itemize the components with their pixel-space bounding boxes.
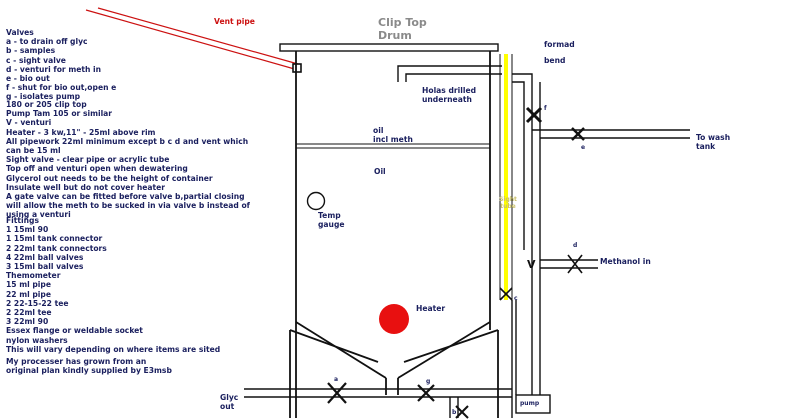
vent-label: Vent pipe <box>214 17 255 26</box>
note-line: 22 ml pipe <box>6 289 51 299</box>
note-line: 2 22-15-22 tee <box>6 298 69 308</box>
note-line: V - venturi <box>6 118 52 128</box>
bottom-pipes <box>244 388 512 418</box>
pump-label: pump <box>520 400 540 407</box>
credit-note: My processer has grown from an original … <box>6 357 172 375</box>
note-line: will allow the meth to be sucked in via … <box>6 201 250 211</box>
note-line: 1 15ml tank connector <box>6 234 103 244</box>
heater-icon <box>379 304 409 334</box>
diagram-title: Clip Top Drum <box>378 16 427 42</box>
valve-d-label: d <box>573 242 578 249</box>
note-line: 3 22ml 90 <box>6 317 49 327</box>
valves-legend: Valves a - to drain off glyc b - samples… <box>6 28 116 102</box>
drum-lid <box>279 43 499 52</box>
note-line: a - to drain off glyc <box>6 37 88 47</box>
note-line: 4 22ml ball valves <box>6 252 84 262</box>
note-line: original plan kindly supplied by E3msb <box>6 366 172 376</box>
note-line: A gate valve can be fitted before valve … <box>6 192 245 202</box>
note-line: can be 15 ml <box>6 146 61 156</box>
note-line: Fittings <box>6 216 40 225</box>
note-line: Heater - 3 kw,11" - 25ml above rim <box>6 127 156 137</box>
note-line: 15 ml pipe <box>6 280 51 290</box>
temp-gauge-label: Temp gauge <box>318 211 345 229</box>
note-line: Essex flange or weldable socket <box>6 326 143 336</box>
wash-tank-label: To wash tank <box>696 133 731 151</box>
sight-tube-label: Sight tube <box>499 196 517 210</box>
note-line: 2 22ml tee <box>6 308 52 318</box>
valve-a-icon <box>327 382 347 404</box>
note-line: using a venturi <box>6 210 71 220</box>
valve-c-label: c <box>514 295 518 302</box>
formed-label: formad <box>544 40 575 49</box>
note-line: Pump Tam 105 or similar <box>6 109 113 119</box>
riser-pipes <box>511 73 690 418</box>
valve-d-icon <box>567 254 583 274</box>
note-line: Sight valve - clear pipe or acrylic tube <box>6 155 170 165</box>
note-line: 2 22ml tank connectors <box>6 243 107 253</box>
oil-meth-label: oil incl meth <box>373 126 413 144</box>
note-line: e - bio out <box>6 74 50 84</box>
pump-box <box>515 394 551 414</box>
note-line: c - sight valve <box>6 55 66 65</box>
valve-f-label: f <box>544 105 547 112</box>
bend-label: bend <box>544 56 566 65</box>
venturi-v: V <box>527 258 536 271</box>
note-line: 180 or 205 clip top <box>6 100 87 109</box>
note-line: My processer has grown from an <box>6 357 147 366</box>
return-pipe <box>397 65 502 82</box>
note-line: This will vary depending on where items … <box>6 344 221 354</box>
valve-b-icon <box>455 405 469 419</box>
valve-g-label: g <box>426 378 431 385</box>
valve-g-icon <box>417 384 435 402</box>
heater-label: Heater <box>416 304 446 313</box>
note-line: g - isolates pump <box>6 92 81 102</box>
temp-gauge-icon <box>306 191 326 211</box>
note-line: 1 15ml 90 <box>6 225 49 235</box>
methanol-in-label: Methanol in <box>600 257 651 266</box>
note-line: 3 15ml ball valves <box>6 262 84 272</box>
valve-e-label: e <box>581 144 586 151</box>
fittings-list: Fittings 1 15ml 90 1 15ml tank connector… <box>6 216 220 354</box>
note-line: f - shut for bio out,open e <box>6 83 117 93</box>
note-line: Themometer <box>6 271 61 281</box>
valve-b-label: b <box>452 409 457 416</box>
note-line: Insulate well but do not cover heater <box>6 182 166 192</box>
note-line: d - venturi for meth in <box>6 64 102 74</box>
holes-label: Holas drilled underneath <box>422 86 477 104</box>
level-lines <box>296 143 490 149</box>
valve-f-icon <box>525 106 543 124</box>
note-line: All pipework 22ml minimum except b c d a… <box>6 136 249 146</box>
build-notes: 180 or 205 clip top Pump Tam 105 or simi… <box>6 100 250 220</box>
note-line: b - samples <box>6 46 56 56</box>
note-line: Valves <box>6 28 34 37</box>
note-line: Glycerol out needs to be the height of c… <box>6 173 213 183</box>
note-line: Top off and venturi open when dewatering <box>6 164 188 174</box>
drum-body <box>289 51 499 418</box>
note-line: nylon washers <box>6 335 68 345</box>
vent-fitting <box>292 63 302 73</box>
valve-e-icon <box>571 127 585 141</box>
valve-c-icon <box>499 287 513 301</box>
valve-a-label: a <box>334 376 339 383</box>
glyc-out-label: Glyc out <box>220 393 239 411</box>
oil-label: Oil <box>374 167 386 176</box>
vent-pipe <box>85 7 299 71</box>
